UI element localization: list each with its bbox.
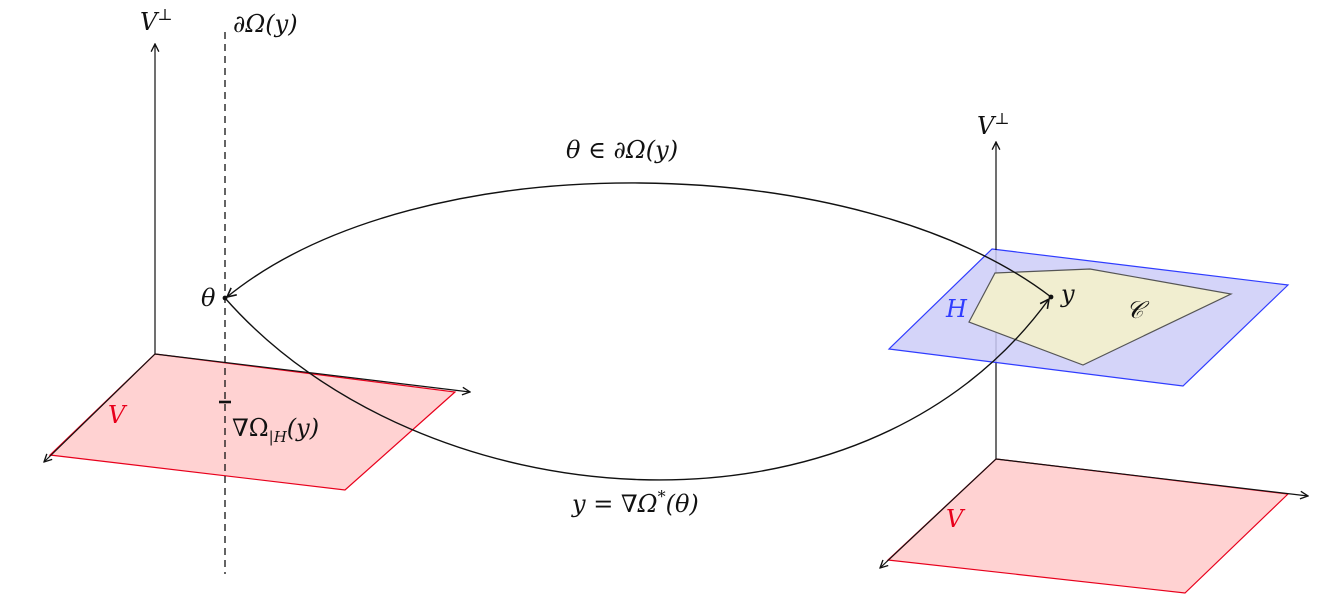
- boundary-label: ∂Ω(y): [233, 10, 298, 38]
- right-axis-y: [880, 458, 997, 568]
- left-axis-y: [44, 353, 156, 462]
- top-arc-label: θ ∈ ∂Ω(y): [566, 136, 678, 164]
- left-plane-label: V: [108, 401, 128, 429]
- theta-label: θ: [201, 284, 216, 312]
- bottom-arc-label: y = ∇Ω*(θ): [571, 487, 699, 518]
- hyperplane-label: H: [945, 295, 968, 323]
- left-axis-x: [154, 353, 470, 392]
- top-arc: [227, 182, 1052, 297]
- right-axis-x: [995, 458, 1308, 496]
- grad-label: ∇Ω|H(y): [232, 414, 319, 446]
- right-plane-label: V: [946, 505, 966, 533]
- left-axis-top-label: V⊥: [140, 5, 172, 36]
- bottom-arc: [224, 297, 1049, 481]
- y-label: y: [1060, 280, 1075, 308]
- right-axis-top-label: V⊥: [977, 109, 1009, 140]
- polytope-c: [968, 268, 1233, 366]
